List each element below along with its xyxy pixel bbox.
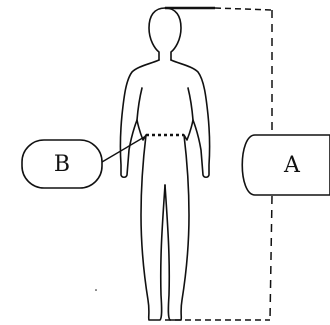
callout-b-leader	[101, 135, 147, 163]
scan-speck	[95, 289, 97, 291]
callout-b-label: B	[54, 152, 70, 177]
body-left-outline	[119, 59, 166, 321]
body-right-outline	[164, 59, 211, 321]
height-measure-lines	[165, 6, 273, 321]
head-outline-right	[164, 7, 182, 61]
callout-b: B	[21, 135, 147, 189]
callout-a: A	[241, 134, 330, 196]
right-arm-inner	[187, 87, 194, 121]
callout-a-bubble	[241, 134, 330, 196]
left-arm-inner	[136, 87, 143, 121]
human-figure-icon	[119, 7, 211, 321]
callout-b-bubble	[21, 139, 103, 189]
head-outline	[148, 7, 166, 61]
callout-a-label: A	[283, 153, 301, 178]
